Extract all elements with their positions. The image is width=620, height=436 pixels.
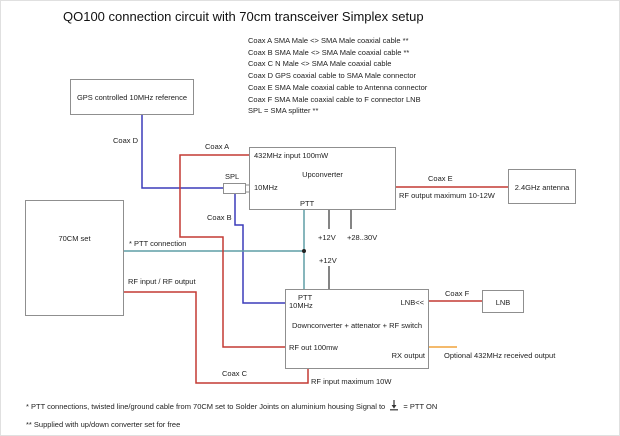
seventy-cm-set-box: 70CM set [25,200,124,316]
legend-item: Coax A SMA Male <> SMA Male coaxial cabl… [248,36,409,45]
coax-f-label: Coax F [445,289,470,298]
coax-c-line [124,291,309,384]
optional-rx-label: Optional 432MHz received output [444,351,556,360]
plus-12v-upper-label: +12V [318,233,336,242]
downconverter-name-label: Downconverter + attenator + RF switch [291,321,423,330]
upconverter-10mhz-label: 10MHz [254,183,278,192]
seventy-cm-set-label: 70CM set [58,234,91,243]
spl-label: SPL [225,172,240,181]
coax-b-label: Coax B [207,213,232,222]
coax-d-label: Coax D [113,136,139,145]
legend-item: Coax F SMA Male coaxial cable to F conne… [248,94,421,104]
coax-c-label: Coax C [222,369,248,378]
footnote-ptt: * PTT connections, twisted line/ground c… [26,400,437,411]
plus-12v-lower-label: +12V [319,256,337,265]
ptt-connection-label: * PTT connection [129,239,187,248]
footnote-ptt-text-post: = PTT ON [403,402,438,411]
antenna-label: 2.4GHz antenna [514,183,570,192]
ptt-junction-dot [302,249,306,253]
coax-a-label: Coax A [205,142,230,151]
upconverter-name-label: Upconverter [302,170,343,179]
rf-output-max-label: RF output maximum 10-12W [399,191,495,200]
footnote-supplied: ** Supplied with up/down converter set f… [26,420,181,429]
gps-reference-box: GPS controlled 10MHz reference [70,79,194,115]
page-title: QO100 connection circuit with 70cm trans… [63,9,424,24]
downconverter-lnb-in-label: LNB<< [400,298,424,307]
legend-item: Coax B SMA Male <> SMA Male coaxial cabl… [248,47,410,57]
rf-input-output-label: RF input / RF output [128,277,196,286]
gps-reference-label: GPS controlled 10MHz reference [76,93,188,102]
legend-item: Coax D GPS coaxial cable to SMA Male con… [248,71,416,81]
spl-splitter-box [223,183,246,194]
downconverter-rx-output-label: RX output [391,351,425,360]
upconverter-ptt-label: PTT [300,199,315,208]
downconverter-10mhz-label: 10MHz [289,301,313,310]
lnb-box: LNB [482,290,524,313]
downconverter-box: PTT 10MHz LNB<< Downconverter + attenato… [285,289,429,369]
ground-symbol-icon [390,400,399,411]
antenna-box: 2.4GHz antenna [508,169,576,204]
legend: Coax A SMA Male <> SMA Male coaxial cabl… [248,35,427,117]
footnote-ptt-text-pre: * PTT connections, twisted line/ground c… [26,402,386,411]
legend-item: SPL = SMA splitter ** [248,106,319,116]
downconverter-ptt-label: PTT [298,293,313,302]
legend-item: Coax C N Male <> SMA Male coaxial cable [248,59,392,69]
downconverter-rf-out-label: RF out 100mw [289,343,338,352]
legend-item: Coax E SMA Male coaxial cable to Antenna… [248,82,428,92]
lnb-label: LNB [495,298,511,307]
plus-28-30v-label: +28..30V [347,233,378,242]
rf-input-max-label: RF input maximum 10W [311,377,392,386]
coax-e-label: Coax E [428,174,453,183]
upconverter-input-label: 432MHz input 100mW [254,151,329,160]
coax-d-line [141,115,223,189]
upconverter-box: 432MHz input 100mW Upconverter 10MHz PTT [249,147,396,210]
